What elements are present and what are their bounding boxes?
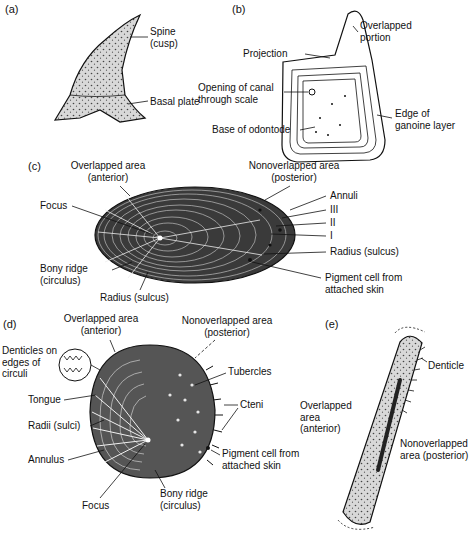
panel-letter: (c) <box>28 160 41 173</box>
placoid-scale <box>55 15 148 122</box>
part-label: Bony ridge (circulus) <box>40 263 112 286</box>
part-label: Overlapped area (anterior) <box>300 400 360 435</box>
ctenoid-scale <box>59 340 238 498</box>
part-label: Tubercles <box>228 366 272 378</box>
part-label: Spine (cusp) <box>150 26 195 49</box>
part-label: II <box>330 217 336 229</box>
panel-letter: (b) <box>232 3 245 16</box>
panel-letter: (e) <box>325 318 338 331</box>
part-label: Denticles on edges of circuli <box>2 345 58 380</box>
placoid-scale-elongated <box>338 327 427 529</box>
part-label: Nonoverlapped area (posterior) <box>240 160 348 183</box>
cycloid-scale <box>72 186 326 290</box>
part-label: Pigment cell from attached skin <box>222 448 314 471</box>
part-label: Overlapped area (anterior) <box>62 160 154 183</box>
part-label: I <box>330 230 333 242</box>
part-label: Basal plate <box>150 96 199 108</box>
part-label: Overlapped portion <box>360 20 430 43</box>
part-label: Annuli <box>330 190 358 202</box>
part-label: Radius (sulcus) <box>100 292 169 304</box>
part-label: Radius (sulcus) <box>330 246 399 258</box>
part-label: Cteni <box>240 399 263 411</box>
part-label: Focus <box>82 500 109 512</box>
part-label: Denticle <box>428 360 464 372</box>
part-label: Base of odontode <box>212 124 298 136</box>
part-label: Overlapped area (anterior) <box>55 313 147 336</box>
part-label: Projection <box>243 48 287 60</box>
part-label: Edge of ganoine layer <box>395 108 467 131</box>
part-label: Opening of canal through scale <box>198 82 283 105</box>
part-label: Nonoverlapped area (posterior) <box>400 438 470 461</box>
part-label: Nonoverlapped area (posterior) <box>175 315 279 338</box>
part-label: Tongue <box>28 394 61 406</box>
part-label: Pigment cell from attached skin <box>325 272 417 295</box>
panel-letter: (a) <box>5 3 18 16</box>
part-label: Annulus <box>28 454 64 466</box>
part-label: Bony ridge (circulus) <box>160 488 232 511</box>
part-label: Focus <box>40 200 67 212</box>
panel-letter: (d) <box>3 318 16 331</box>
part-label: Radii (sulci) <box>28 420 90 432</box>
part-label: III <box>330 204 338 216</box>
